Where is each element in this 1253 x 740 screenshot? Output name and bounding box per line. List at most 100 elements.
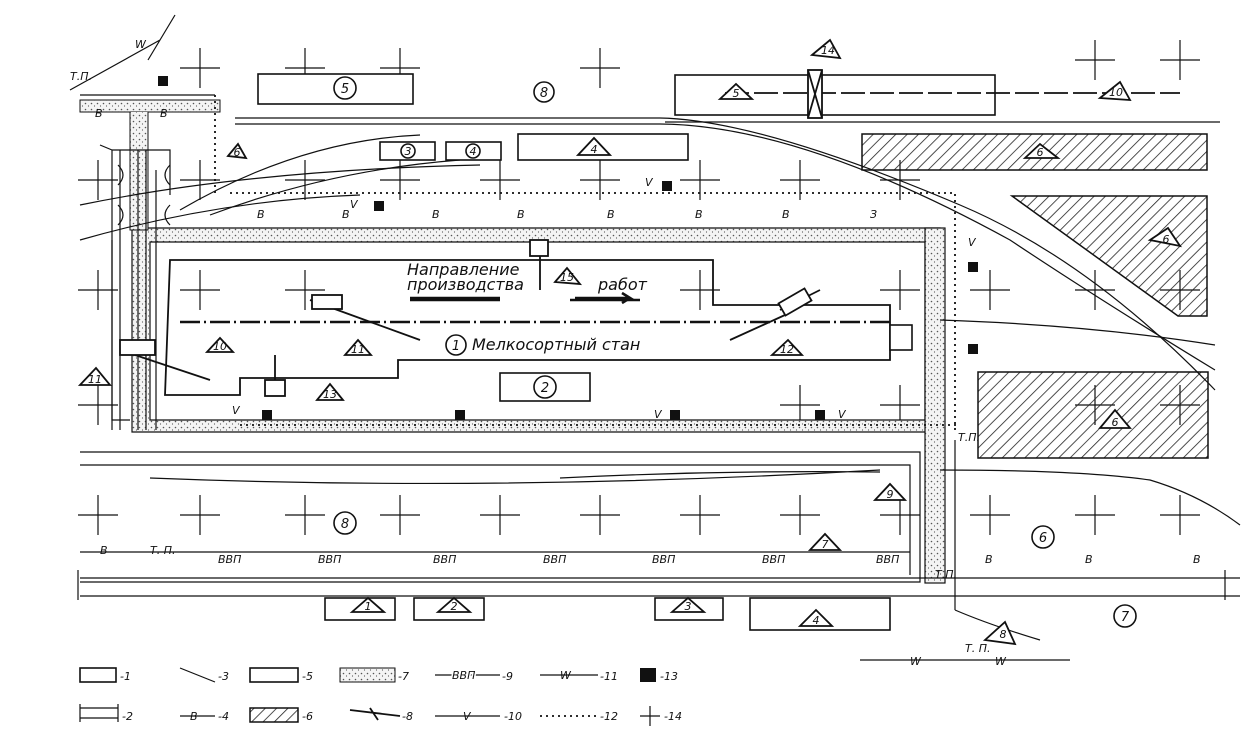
direction-label-2: производства	[407, 275, 524, 294]
svg-text:В: В	[517, 208, 525, 221]
mill-title: Мелкосортный стан	[472, 335, 640, 354]
direction-arrow	[410, 291, 635, 305]
tp-marker: Т.П.	[935, 568, 957, 581]
svg-text:В: В	[695, 208, 703, 221]
svg-text:15: 15	[560, 271, 574, 284]
roads	[79, 99, 946, 584]
svg-text:4: 4	[591, 143, 598, 156]
svg-text:-4: -4	[218, 710, 229, 723]
triangle-markers	[77, 38, 1182, 646]
direction-label-3: работ	[597, 275, 648, 294]
svg-text:В: В	[782, 208, 790, 221]
svg-text:7: 7	[822, 538, 829, 551]
legend: -1 -2 -3 В -4 -5 -6 -7 -8 ВВП -9 V -10 W…	[79, 667, 682, 726]
svg-text:W: W	[135, 38, 147, 51]
hatched-buildings	[861, 133, 1209, 459]
svg-text:ВВП: ВВП	[218, 553, 241, 566]
svg-text:В: В	[985, 553, 993, 566]
svg-text:-7: -7	[398, 670, 409, 683]
svg-text:3: 3	[405, 145, 412, 158]
svg-text:12: 12	[780, 343, 794, 356]
svg-text:9: 9	[887, 488, 894, 501]
top-buildings	[257, 73, 996, 631]
svg-text:4: 4	[813, 614, 820, 627]
tp-marker: Т. П.	[965, 642, 990, 655]
svg-text:-10: -10	[504, 710, 522, 723]
mill-building-outline	[164, 259, 891, 396]
tp-marker: Т. П.	[150, 544, 175, 557]
svg-text:ВВП: ВВП	[433, 553, 456, 566]
svg-text:1: 1	[365, 600, 372, 613]
svg-text:В: В	[190, 710, 198, 723]
svg-text:6: 6	[1037, 146, 1044, 159]
power-source-icons	[158, 76, 978, 420]
svg-text:V: V	[838, 408, 847, 421]
svg-text:11: 11	[351, 343, 365, 356]
svg-text:З: З	[870, 208, 877, 221]
svg-text:8: 8	[540, 86, 548, 101]
circle-label: 2	[533, 375, 557, 399]
svg-text:-2: -2	[122, 710, 133, 723]
svg-text:-9: -9	[502, 670, 513, 683]
svg-text:В: В	[160, 107, 168, 120]
top-rails	[79, 117, 1241, 526]
svg-text:V: V	[645, 176, 654, 189]
svg-text:-13: -13	[660, 670, 678, 683]
mill-number-circle: 1	[445, 334, 467, 356]
circle-label: 6	[1031, 525, 1055, 549]
power-lines	[80, 94, 960, 430]
circle-label: 3	[400, 143, 416, 159]
svg-text:7: 7	[1121, 610, 1130, 625]
svg-text:ВВП: ВВП	[762, 553, 785, 566]
svg-text:10: 10	[1109, 86, 1123, 99]
circle-label: 5	[333, 76, 357, 100]
circle-labels: 5 3 4 2 8 8 6 7 1	[333, 76, 1137, 628]
circle-label: 4	[465, 143, 481, 159]
svg-text:-6: -6	[302, 710, 313, 723]
svg-text:-8: -8	[402, 710, 413, 723]
svg-text:10: 10	[213, 340, 227, 353]
svg-text:-1: -1	[120, 670, 131, 683]
svg-text:В: В	[607, 208, 615, 221]
svg-text:6: 6	[234, 146, 241, 159]
svg-text:V: V	[350, 198, 359, 211]
line-code-labels: В В В В В В В В В З В ВВП ВВП ВВП ВВП ВВ…	[95, 38, 1201, 668]
svg-text:В: В	[100, 544, 108, 557]
svg-text:-3: -3	[218, 670, 229, 683]
svg-text:-12: -12	[600, 710, 618, 723]
svg-text:14: 14	[821, 44, 835, 57]
mill-annex	[889, 324, 913, 351]
circle-label: 8	[333, 511, 357, 535]
svg-text:4: 4	[470, 145, 477, 158]
svg-text:V: V	[463, 710, 472, 723]
triangle-numbers: 1 2 3 4 4 5 6 6 6 7 8 9 10 10 11 11 12 1…	[88, 44, 1170, 641]
svg-text:1: 1	[452, 339, 460, 354]
svg-text:В: В	[342, 208, 350, 221]
svg-text:-14: -14	[664, 710, 682, 723]
svg-text:8: 8	[1000, 628, 1007, 641]
tp-marker: Т.П.	[958, 431, 980, 444]
svg-text:В: В	[257, 208, 265, 221]
svg-text:2: 2	[451, 600, 458, 613]
tp-marker: Т.П.	[70, 70, 92, 83]
circle-label: 7	[1113, 604, 1137, 628]
utility-lines	[69, 14, 1070, 661]
svg-text:2: 2	[541, 381, 549, 396]
svg-text:6: 6	[1039, 531, 1047, 546]
svg-text:ВВП: ВВП	[876, 553, 899, 566]
bottom-rails	[77, 451, 1240, 600]
svg-text:5: 5	[733, 87, 740, 100]
svg-text:W: W	[995, 655, 1007, 668]
svg-text:3: 3	[685, 600, 692, 613]
svg-text:13: 13	[323, 388, 337, 401]
svg-text:6: 6	[1163, 233, 1170, 246]
svg-text:ВВП: ВВП	[318, 553, 341, 566]
svg-text:ВВП: ВВП	[452, 669, 475, 682]
svg-text:V: V	[654, 408, 663, 421]
crane-icons	[119, 69, 823, 397]
svg-text:-5: -5	[302, 670, 313, 683]
svg-text:-11: -11	[600, 670, 618, 683]
left-rail-tracks	[99, 144, 171, 430]
svg-text:5: 5	[341, 82, 349, 97]
